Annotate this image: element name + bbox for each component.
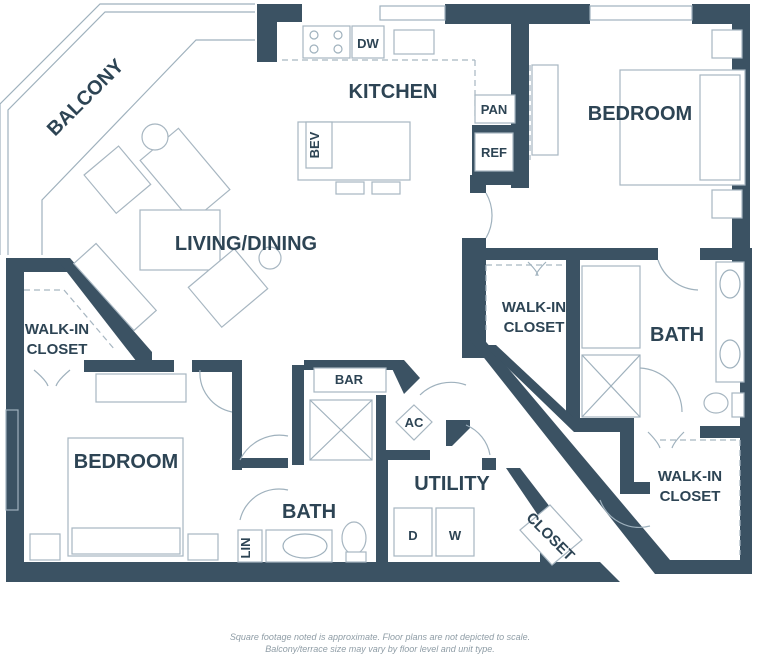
bedroom-left-label: BEDROOM [74, 451, 178, 473]
refrigerator-label: REF [481, 145, 507, 160]
kitchen-label: KITCHEN [349, 81, 438, 103]
bar-label: BAR [335, 372, 364, 387]
bath-right-fixtures [581, 261, 745, 555]
bedroom-right-furniture [529, 29, 746, 219]
center-fixtures [237, 367, 583, 566]
bath-right-label: BATH [650, 324, 704, 346]
bath-center-label: BATH [282, 501, 336, 523]
walk-in-closet-right-line1: WALK-IN [658, 468, 722, 485]
walk-in-closet-right-line2: CLOSET [660, 488, 721, 505]
walk-in-closet-left-line1: WALK-IN [25, 321, 89, 338]
utility-label: UTILITY [414, 473, 490, 495]
dryer-label: D [408, 528, 417, 543]
kitchen-fixtures [282, 25, 516, 195]
linen-label: LIN [238, 538, 253, 559]
beverage-label: BEV [307, 131, 322, 158]
windows [5, 5, 693, 511]
washer-label: W [449, 528, 462, 543]
walk-in-closet-center-line2: CLOSET [504, 319, 565, 336]
pantry-label: PAN [481, 102, 507, 117]
walk-in-closet-left-line2: CLOSET [27, 341, 88, 358]
dishwasher-label: DW [357, 36, 379, 51]
walk-in-closet-center-line1: WALK-IN [502, 299, 566, 316]
ac-label: AC [405, 415, 424, 430]
bedroom-left-furniture [29, 373, 219, 561]
living-furniture [72, 123, 282, 332]
balcony-outline [0, 3, 255, 255]
bedroom-right-label: BEDROOM [588, 103, 692, 125]
door-swings [33, 192, 699, 528]
footnote-line1: Square footage noted is approximate. Flo… [229, 632, 531, 642]
balcony-label: BALCONY [43, 55, 129, 141]
footnote-line2: Balcony/terrace size may vary by floor l… [265, 644, 495, 654]
closet-shelves [24, 264, 566, 351]
living-dining-label: LIVING/DINING [175, 233, 317, 255]
